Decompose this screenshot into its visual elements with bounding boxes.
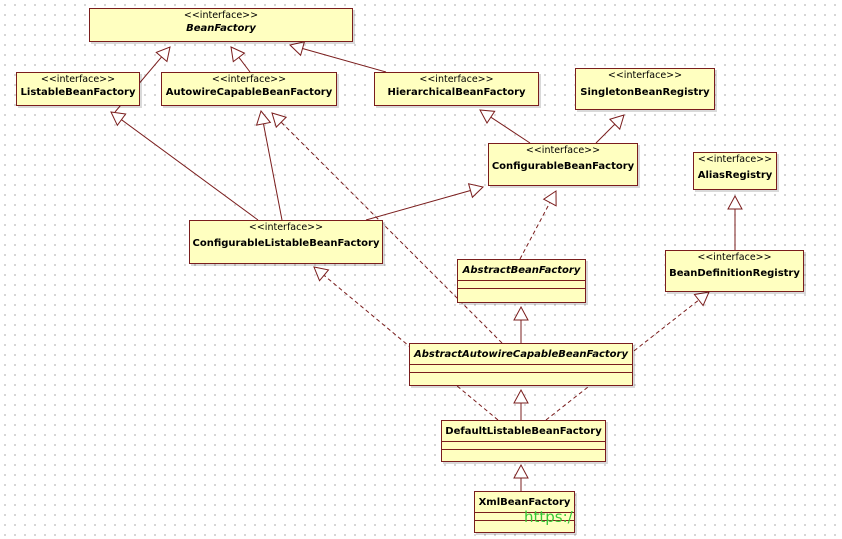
hierarchical-bean-factory-box[interactable]: <<interface>> HierarchicalBeanFactory: [374, 72, 539, 106]
stereotype-label: <<interface>>: [419, 74, 494, 85]
bean-factory-box[interactable]: <<interface>> BeanFactory: [89, 8, 353, 42]
default-listable-bean-factory-box[interactable]: DefaultListableBeanFactory: [441, 420, 606, 462]
xml-bean-factory-name: XmlBeanFactory: [478, 497, 571, 508]
singleton-bean-registry-box[interactable]: <<interface>> SingletonBeanRegistry: [575, 68, 715, 110]
watermark-text: https:/: [524, 508, 573, 526]
stereotype-label: <<interface>>: [183, 10, 259, 21]
hierarchical-bean-factory-to-bean-factory-extends-line: [302, 48, 387, 73]
operations-compartment: [475, 520, 574, 528]
generalization-arrowhead: [542, 190, 557, 207]
alias-registry-box[interactable]: <<interface>> AliasRegistry: [693, 152, 777, 190]
operations-compartment: [442, 449, 605, 457]
stereotype-label: <<interface>>: [697, 252, 772, 263]
bean-definition-registry-box[interactable]: <<interface>> BeanDefinitionRegistry: [665, 250, 804, 292]
operations-compartment: [458, 288, 585, 296]
abstract-bean-factory-box[interactable]: AbstractBeanFactory: [457, 259, 586, 303]
configurable-bean-factory-box[interactable]: <<interface>> ConfigurableBeanFactory: [488, 143, 638, 186]
configurable-listable-bean-factory-to-autowire-capable-bean-factory-extends-line: [262, 123, 283, 221]
abstract-bean-factory-name: AbstractBeanFactory: [462, 265, 581, 276]
stereotype-label: <<interface>>: [607, 70, 683, 81]
generalization-arrowhead: [513, 305, 529, 321]
attributes-compartment: [410, 364, 632, 372]
generalization-arrowhead: [288, 41, 306, 57]
alias-registry-name: AliasRegistry: [697, 170, 773, 181]
generalization-arrowhead: [513, 463, 529, 479]
listable-bean-factory-name: ListableBeanFactory: [20, 87, 136, 98]
generalization-arrowhead: [110, 111, 127, 127]
stereotype-label: <<interface>>: [40, 74, 116, 85]
configurable-bean-factory-to-hierarchical-bean-factory-extends-line: [490, 116, 531, 144]
bean-definition-registry-name: BeanDefinitionRegistry: [669, 268, 800, 279]
generalization-arrowhead: [255, 109, 272, 126]
stereotype-label: <<interface>>: [525, 145, 601, 156]
abstract-autowire-capable-bean-factory-to-autowire-capable-bean-factory-implements-line: [280, 121, 503, 344]
configurable-listable-bean-factory-to-configurable-bean-factory-extends-line: [365, 190, 471, 221]
default-listable-bean-factory-to-bean-definition-registry-implements-line: [545, 299, 700, 421]
generalization-arrowhead: [479, 109, 496, 124]
listable-bean-factory-box[interactable]: <<interface>> ListableBeanFactory: [16, 72, 140, 106]
generalization-arrowhead: [271, 112, 288, 129]
generalization-arrowhead: [230, 46, 246, 63]
configurable-bean-factory-name: ConfigurableBeanFactory: [491, 161, 635, 172]
default-listable-bean-factory-name: DefaultListableBeanFactory: [445, 426, 602, 437]
configurable-listable-bean-factory-to-listable-bean-factory-extends-line: [121, 119, 259, 221]
generalization-arrowhead: [513, 388, 529, 404]
abstract-autowire-capable-bean-factory-box[interactable]: AbstractAutowireCapableBeanFactory: [409, 343, 633, 386]
xml-bean-factory-box[interactable]: XmlBeanFactory: [474, 491, 575, 533]
abstract-autowire-capable-bean-factory-name: AbstractAutowireCapableBeanFactory: [414, 349, 628, 360]
operations-compartment: [410, 372, 632, 380]
bean-factory-name: BeanFactory: [186, 23, 256, 34]
generalization-arrowhead: [693, 291, 710, 307]
generalization-arrowhead: [608, 114, 625, 131]
autowire-capable-bean-factory-to-bean-factory-extends-line: [238, 57, 251, 73]
singleton-bean-registry-name: SingletonBeanRegistry: [580, 87, 710, 98]
configurable-listable-bean-factory-box[interactable]: <<interface>> ConfigurableListableBeanFa…: [189, 220, 383, 264]
generalization-arrowhead: [155, 46, 171, 63]
configurable-listable-bean-factory-name: ConfigurableListableBeanFactory: [192, 238, 380, 249]
stereotype-label: <<interface>>: [211, 74, 287, 85]
autowire-capable-bean-factory-box[interactable]: <<interface>> AutowireCapableBeanFactory: [161, 72, 337, 106]
autowire-capable-bean-factory-name: AutowireCapableBeanFactory: [165, 87, 333, 98]
stereotype-label: <<interface>>: [697, 154, 773, 165]
attributes-compartment: [458, 280, 585, 288]
generalization-arrowhead: [467, 183, 485, 199]
attributes-compartment: [475, 512, 574, 520]
configurable-bean-factory-to-singleton-bean-registry-extends-line: [595, 123, 616, 144]
attributes-compartment: [442, 441, 605, 449]
hierarchical-bean-factory-name: HierarchicalBeanFactory: [387, 87, 526, 98]
stereotype-label: <<interface>>: [248, 222, 324, 233]
generalization-arrowhead: [313, 266, 330, 282]
abstract-bean-factory-to-configurable-bean-factory-implements-line: [519, 202, 551, 260]
generalization-arrowhead: [727, 194, 743, 210]
